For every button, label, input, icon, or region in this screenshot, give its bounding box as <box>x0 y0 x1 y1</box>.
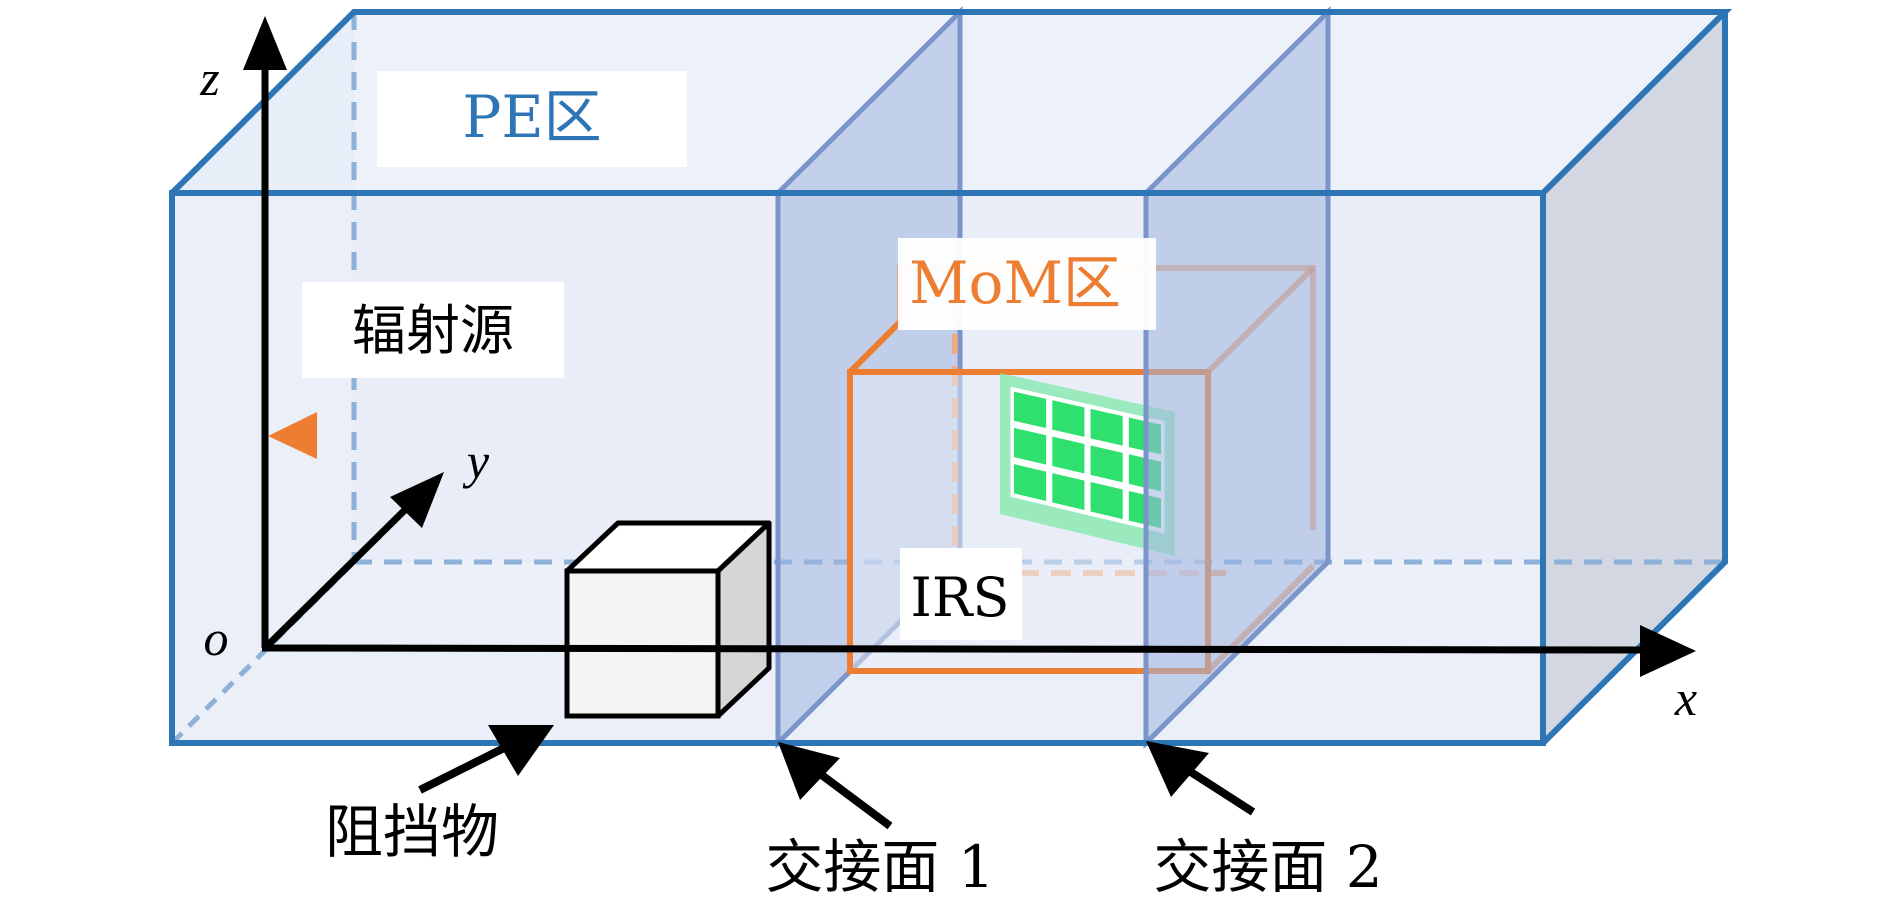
x-axis-label: x <box>1674 670 1697 726</box>
y-axis-line <box>262 494 421 651</box>
mom-region-label-bg <box>898 238 1156 330</box>
z-axis-arrowhead <box>243 16 287 70</box>
obstacle-pointer-head <box>488 725 554 776</box>
y-axis-label: y <box>462 433 490 489</box>
pe-region-label-bg <box>377 71 687 167</box>
interface1-label: 交接面 1 <box>765 833 994 901</box>
irs-backplate <box>1010 386 1165 534</box>
irs-element <box>1014 464 1047 501</box>
obstacle-front-face <box>564 568 721 719</box>
z-axis-label: z <box>199 50 219 106</box>
y-axis-arrowhead <box>390 472 444 528</box>
irs-label-bg <box>900 548 1022 640</box>
pe-box-right-outline <box>1540 12 1728 746</box>
origin-label: o <box>204 610 229 666</box>
irs-element <box>1014 391 1047 429</box>
interface1-pointer-line <box>812 766 893 830</box>
mom-region-label: MoM区 <box>909 249 1121 317</box>
interface1-pointer-head <box>778 742 840 800</box>
pe-region-label: PE区 <box>462 83 601 151</box>
x-axis-arrowhead <box>1640 625 1696 677</box>
irs-element <box>1052 473 1085 511</box>
pe-box-hidden-diagonal <box>170 560 356 745</box>
interface2-pointer-head <box>1146 741 1209 797</box>
irs-label: IRS <box>911 566 1010 629</box>
interface2-label: 交接面 2 <box>1153 833 1382 901</box>
obstacle-cube <box>564 520 772 719</box>
source-label-bg <box>302 282 564 378</box>
reflecting-surface-grid-icon <box>1000 373 1175 556</box>
interface2-pointer-line <box>1180 763 1256 816</box>
obstacle-label: 阻挡物 <box>325 798 499 866</box>
x-axis-line <box>261 644 1651 654</box>
pointer-arrows <box>418 725 1256 830</box>
irs-element <box>1052 436 1085 474</box>
obstacle-pointer-line <box>418 740 514 794</box>
irs-element <box>1090 482 1123 520</box>
irs-element <box>1052 400 1085 437</box>
coordinate-axes <box>243 16 1696 677</box>
irs-element <box>1014 427 1047 465</box>
source-label: 辐射源 <box>352 299 514 362</box>
irs-element <box>1090 445 1123 483</box>
irs-element <box>1090 408 1123 446</box>
mom-box-top-left-edge <box>847 319 903 375</box>
triangle-marker-icon <box>268 412 317 459</box>
